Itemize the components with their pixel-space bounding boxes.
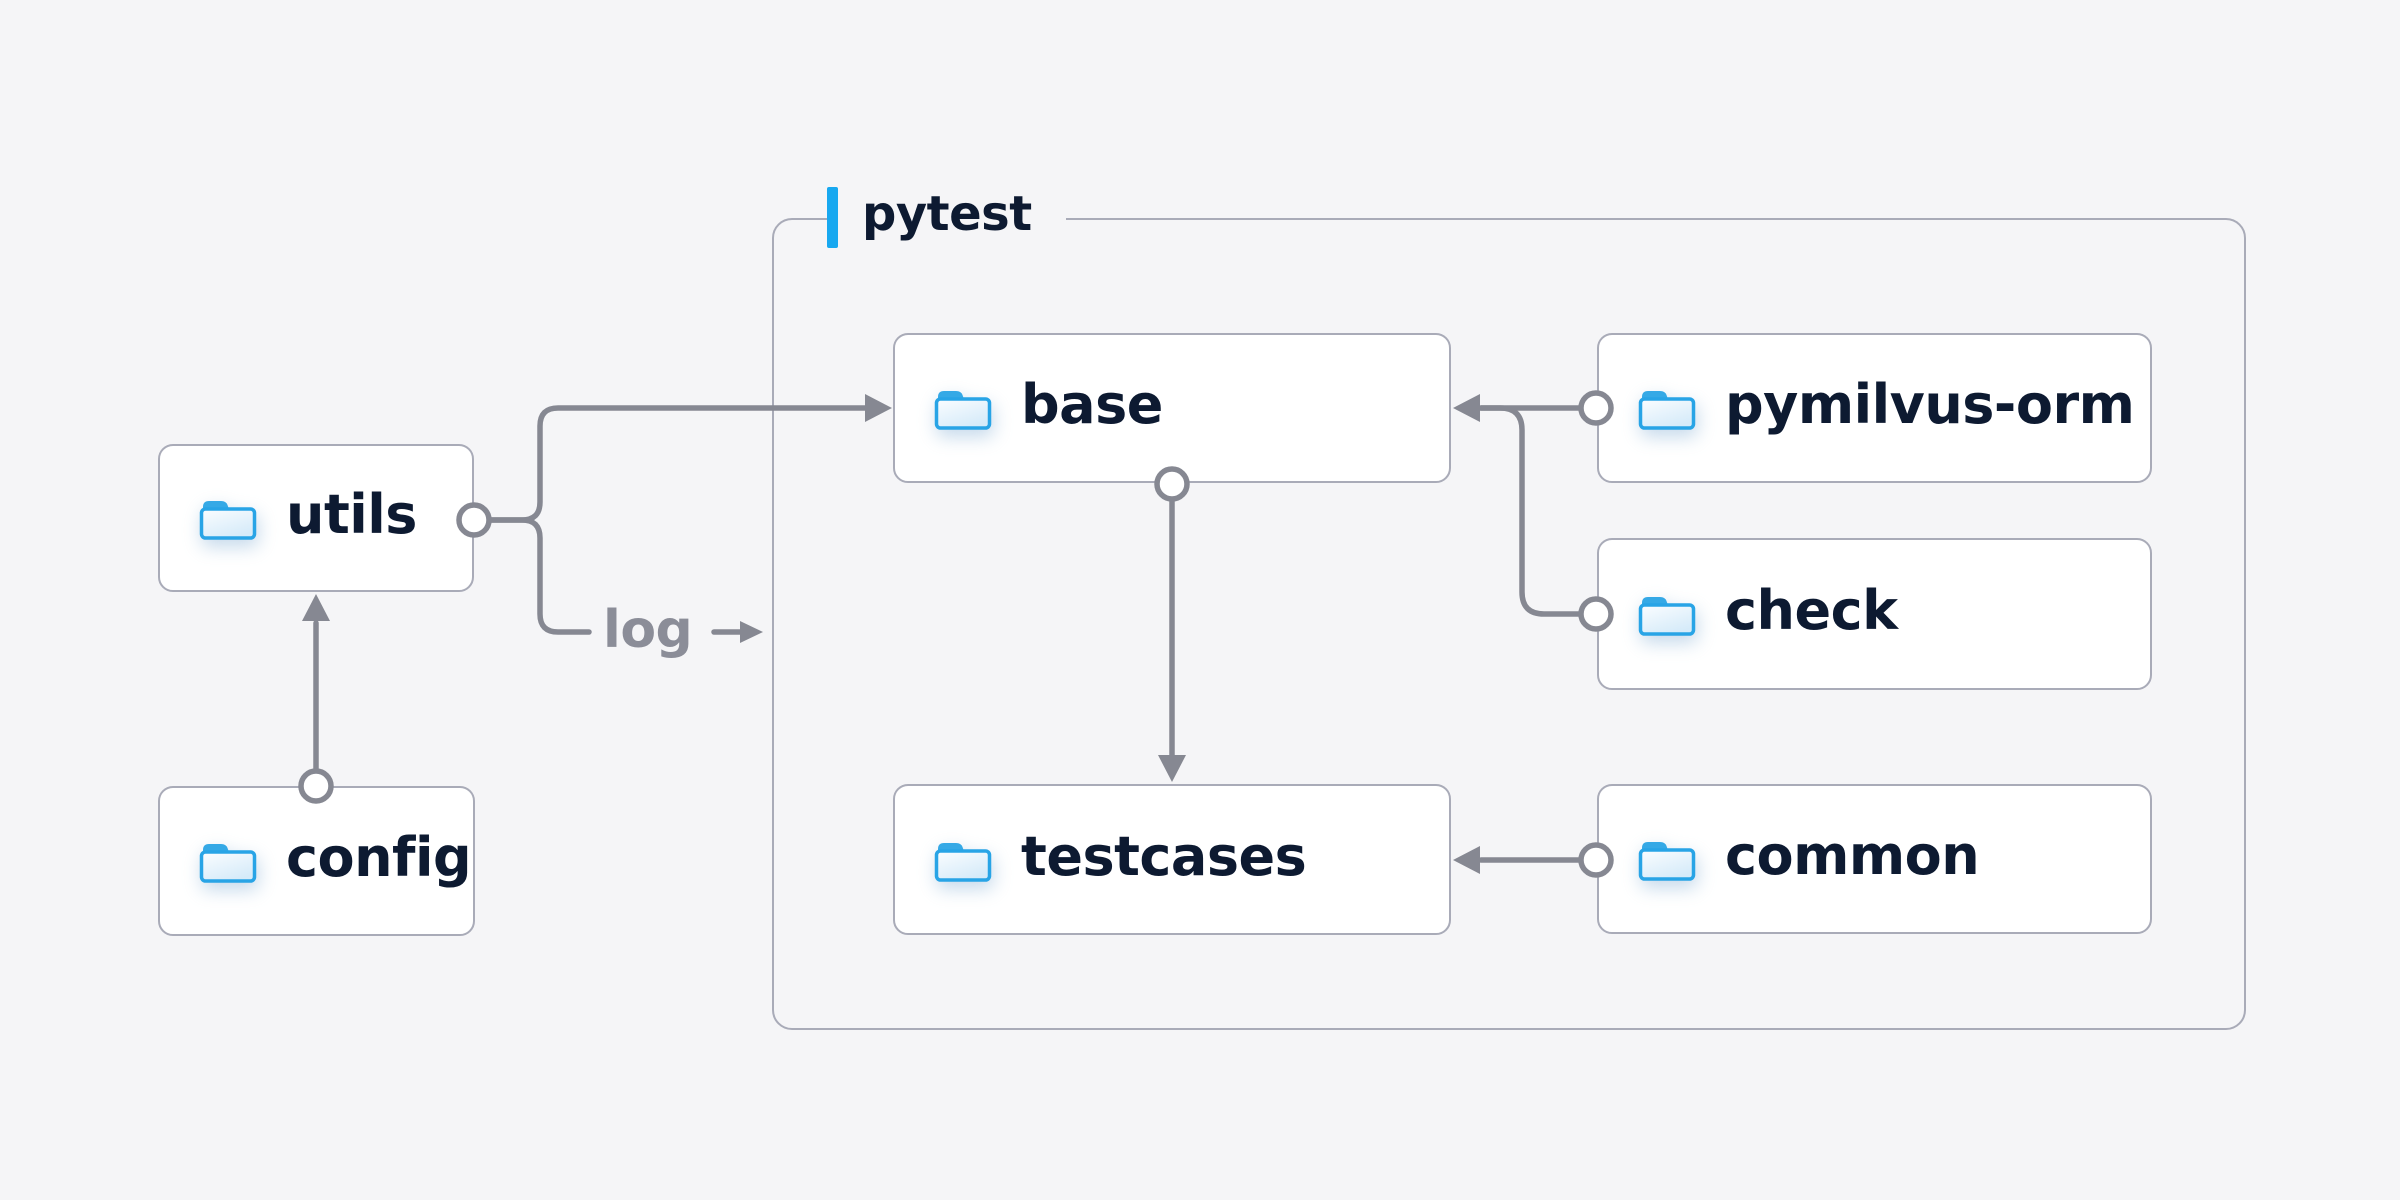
- folder-icon: [934, 391, 992, 430]
- folder-icon: [199, 501, 257, 540]
- node-testcases: testcases: [893, 784, 1451, 935]
- folder-icon: [1638, 597, 1696, 636]
- pytest-group-label: pytest: [827, 186, 1066, 248]
- pytest-group-container: [772, 218, 2246, 1030]
- node-check: check: [1597, 538, 2152, 690]
- folder-icon: [199, 844, 257, 883]
- node-label-common: common: [1725, 824, 1980, 887]
- node-utils: utils: [158, 444, 474, 592]
- node-pymilvus-orm: pymilvus-orm: [1597, 333, 2152, 483]
- node-label-config: config: [286, 826, 472, 889]
- edge-label-log: log: [603, 600, 693, 660]
- node-label-utils: utils: [286, 483, 417, 546]
- folder-icon: [934, 842, 992, 882]
- folder-icon: [1638, 842, 1696, 881]
- node-base: base: [893, 333, 1451, 483]
- group-title: pytest: [862, 186, 1032, 242]
- node-config: config: [158, 786, 475, 936]
- node-label-check: check: [1725, 579, 1898, 642]
- node-label-base: base: [1021, 373, 1163, 436]
- accent-bar-icon: [827, 186, 838, 248]
- edge-utils-log-line: [486, 517, 592, 635]
- node-label-testcases: testcases: [1021, 824, 1307, 888]
- arrowhead-into-utils: [302, 594, 330, 621]
- arrowhead-log-into-pytest: [740, 621, 763, 643]
- node-label-pymilvus-orm: pymilvus-orm: [1725, 373, 2135, 436]
- folder-icon: [1638, 391, 1696, 430]
- node-common: common: [1597, 784, 2152, 934]
